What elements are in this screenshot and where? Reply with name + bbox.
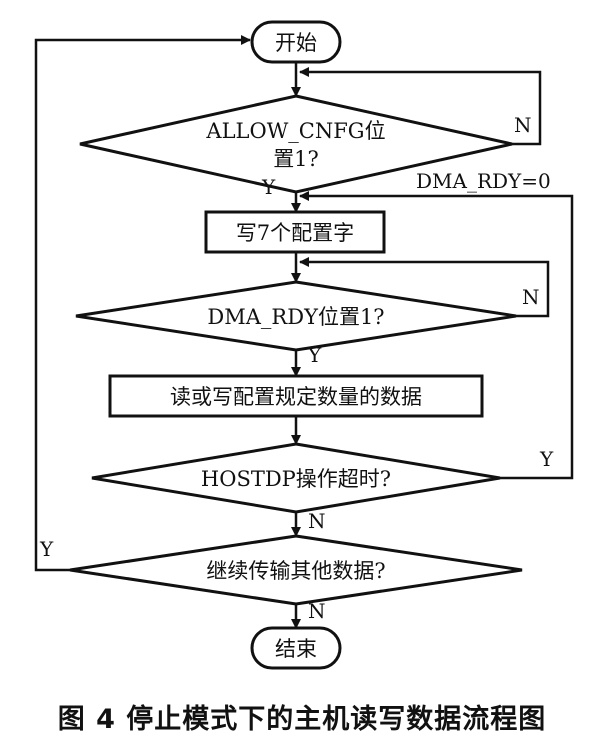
- loop-allow-no: [299, 67, 542, 146]
- label-dma-rdy-zero: DMA_RDY=0: [416, 169, 551, 193]
- label-timeout-yes: Y: [539, 447, 554, 471]
- decision-allow-cnfg-line1: ALLOW_CNFG位: [205, 119, 385, 143]
- loop-dma-no: [299, 257, 550, 318]
- decision-dma-rdy-label: DMA_RDY位置1?: [207, 305, 384, 329]
- label-timeout-no: N: [308, 509, 326, 533]
- decision-continue-label: 继续传输其他数据?: [206, 559, 385, 583]
- end-label: 结束: [275, 637, 317, 661]
- end-terminal: [250, 626, 342, 670]
- label-continue-no: N: [308, 599, 326, 623]
- start-label: 开始: [275, 31, 317, 55]
- label-allow-yes: Y: [261, 175, 276, 199]
- process-read-write-data-label: 读或写配置规定数量的数据: [170, 385, 422, 409]
- loop-continue-yes: [34, 35, 251, 572]
- label-allow-no: N: [514, 113, 532, 137]
- label-dma-yes: Y: [307, 343, 322, 367]
- process-write-config-label: 写7个配置字: [236, 221, 354, 245]
- loop-timeout-yes: [299, 191, 574, 480]
- decision-allow-cnfg-line2: 置1?: [273, 147, 319, 171]
- label-dma-no: N: [522, 285, 540, 309]
- figure-caption: 图 4 停止模式下的主机读写数据流程图: [58, 703, 547, 735]
- label-continue-yes: Y: [39, 537, 54, 561]
- decision-hostdp-timeout-label: HOSTDP操作超时?: [201, 467, 391, 491]
